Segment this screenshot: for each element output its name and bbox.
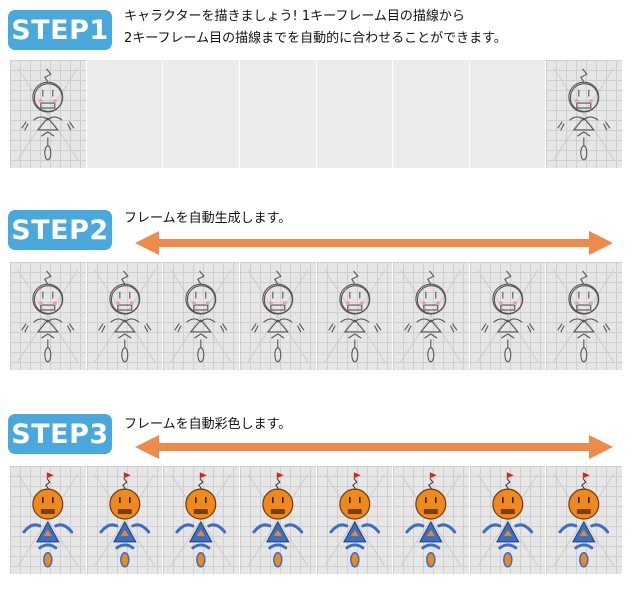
character-sketch-icon [553,269,615,363]
animation-frame-2 [86,60,163,168]
step1-frame-strip [10,60,622,168]
animation-frame-4 [239,60,316,168]
character-colored-icon [324,472,385,568]
step1-description: キャラクターを描きましょう! 1キーフレーム目の描線から 2キーフレーム目の描線… [124,6,507,50]
step3-description: フレームを自動彩色します。 [124,414,291,436]
animation-frame-7 [469,60,546,168]
step2-description: フレームを自動生成します。 [124,208,291,230]
character-colored-icon [400,472,462,568]
animation-frame-5 [316,262,393,370]
character-sketch-icon [324,269,385,363]
animation-frame-2 [86,262,163,370]
animation-frame-5 [316,466,393,574]
character-colored-icon [94,472,155,568]
character-colored-icon [17,472,78,568]
animation-frame-6 [393,60,469,168]
step1-badge: STEP1 [8,10,112,50]
animation-frame-8 [546,60,622,168]
character-sketch-icon [17,67,79,161]
character-colored-icon [247,472,308,568]
animation-frame-7 [469,466,546,574]
character-sketch-icon [477,269,538,363]
animation-frame-3 [163,262,239,370]
character-colored-icon [170,472,232,568]
character-colored-icon [554,472,615,568]
animation-frame-3 [163,466,239,574]
step3-arrow-icon [135,435,613,459]
step1-line-2: 2キーフレーム目の描線までを自動的に合わせることができます。 [124,31,507,46]
character-sketch-icon [17,269,79,363]
animation-frame-6 [393,262,469,370]
character-sketch-icon [247,269,308,363]
step3-line-1: フレームを自動彩色します。 [124,417,292,432]
step3-frame-strip [10,466,622,574]
animation-frame-6 [393,466,469,574]
step3-badge: STEP3 [8,414,112,454]
animation-frame-7 [469,262,546,370]
character-sketch-icon [400,269,462,363]
character-sketch-icon [553,67,615,161]
animation-frame-2 [86,466,163,574]
animation-frame-1 [10,466,86,574]
animation-frame-1 [10,60,86,168]
step1-line-1: キャラクターを描きましょう! 1キーフレーム目の描線から [124,9,465,24]
character-sketch-icon [170,269,232,363]
step2-frame-strip [10,262,622,370]
animation-frame-5 [316,60,393,168]
animation-frame-1 [10,262,86,370]
character-colored-icon [477,472,538,568]
step2-arrow-icon [135,231,613,255]
animation-frame-3 [163,60,239,168]
step2-line-1: フレームを自動生成します。 [124,211,292,226]
animation-frame-8 [546,262,622,370]
animation-frame-4 [239,466,316,574]
animation-frame-4 [239,262,316,370]
animation-frame-8 [546,466,622,574]
character-sketch-icon [94,269,155,363]
step2-badge: STEP2 [8,210,112,250]
